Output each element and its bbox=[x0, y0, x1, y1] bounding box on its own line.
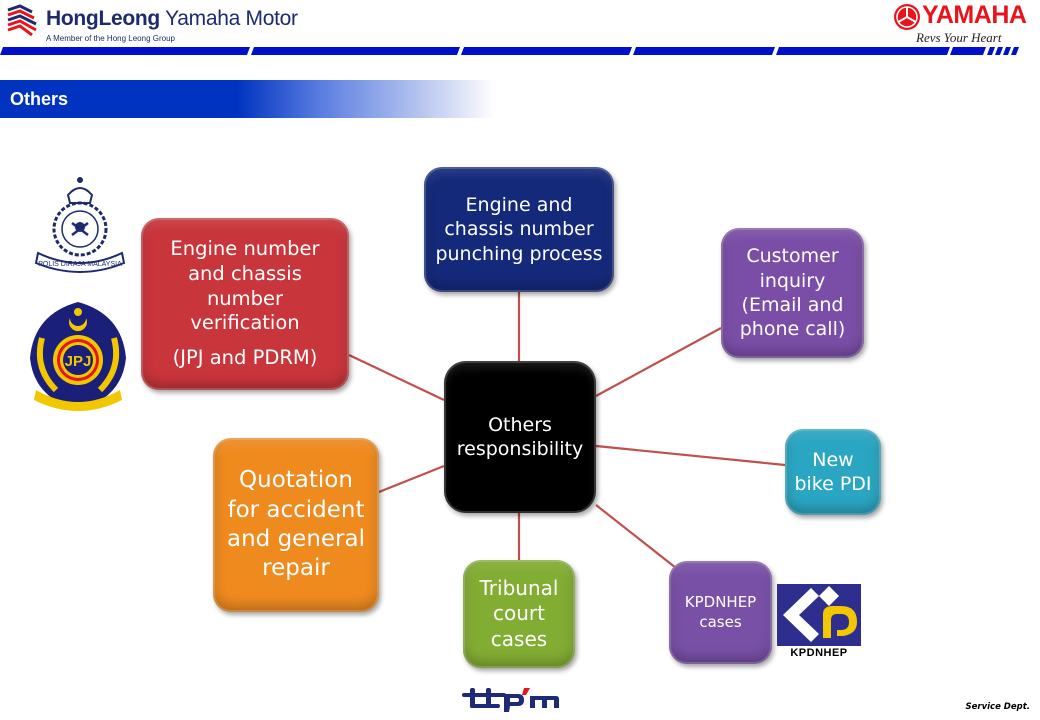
hong-leong-mark-icon bbox=[7, 4, 37, 36]
pdrm-crest-text: POLIS DIRAJA MALAYSIA bbox=[38, 261, 122, 268]
node-text-line: verification bbox=[190, 311, 300, 335]
connector-quotation bbox=[378, 464, 445, 494]
node-text-line: number bbox=[206, 286, 284, 310]
ttpm-logo-icon bbox=[462, 688, 559, 712]
node-number-verification: Engine number and chassis number verific… bbox=[141, 218, 349, 390]
hong-leong-logo: HongLeong Yamaha Motor A Member of the H… bbox=[6, 4, 326, 44]
node-text-line: Customer bbox=[746, 245, 839, 268]
section-title-bar: Others bbox=[0, 80, 495, 118]
kpdnhep-logo: KPDNHEP bbox=[777, 584, 861, 660]
section-title: Others bbox=[10, 89, 69, 109]
node-tribunal-court-cases: Tribunal court cases bbox=[463, 560, 575, 668]
node-text-line: chassis number bbox=[444, 218, 594, 241]
center-node-others-responsibility: Others responsibility bbox=[444, 361, 596, 513]
node-text-line: (Email and bbox=[741, 294, 844, 316]
node-customer-inquiry: Customer inquiry (Email and phone call) bbox=[721, 228, 864, 358]
node-text-line: and chassis bbox=[188, 261, 302, 285]
jpj-crest-icon: JPJ bbox=[30, 302, 126, 411]
node-text-line: Quotation bbox=[239, 467, 353, 494]
company-name: HongLeong Yamaha Motor bbox=[46, 7, 298, 31]
node-text-line: New bbox=[812, 448, 854, 471]
node-text-line: KPDNHEP bbox=[684, 593, 757, 612]
node-text-line: Others bbox=[488, 413, 552, 436]
company-tagline: A Member of the Hong Leong Group bbox=[46, 34, 175, 43]
node-text-line: Tribunal bbox=[479, 575, 559, 600]
node-text-line: bike PDI bbox=[794, 473, 872, 495]
company-name-bold: HongLeong bbox=[46, 7, 160, 30]
node-text-line: Engine number bbox=[170, 236, 320, 260]
node-text-line: phone call) bbox=[739, 318, 846, 341]
kpdnhep-logo-icon bbox=[777, 584, 861, 646]
node-text-line: Engine and bbox=[465, 194, 573, 217]
node-text-line: cases bbox=[699, 612, 742, 631]
footer-department: Service Dept. bbox=[965, 702, 1031, 712]
node-punching-process: Engine and chassis number punching proce… bbox=[424, 167, 614, 292]
node-text-line: for accident bbox=[227, 496, 365, 523]
node-text-line: responsibility bbox=[456, 438, 584, 460]
yamaha-wordmark: YAMAHA bbox=[922, 1, 1027, 29]
company-name-rest: Yamaha Motor bbox=[159, 7, 298, 30]
header-stripe-bar bbox=[0, 47, 1019, 55]
yamaha-logo: YAMAHA Revs Your Heart bbox=[892, 1, 1038, 48]
node-text-line: cases bbox=[490, 626, 548, 651]
kpdnhep-logo-text: KPDNHEP bbox=[790, 647, 848, 659]
node-note: (JPJ and PDRM) bbox=[172, 346, 318, 370]
node-kpdnhep-cases: KPDNHEP cases bbox=[669, 561, 772, 664]
node-text-line: punching process bbox=[435, 242, 603, 265]
connector-inquiry bbox=[595, 327, 722, 397]
node-new-bike-pdi: New bike PDI bbox=[785, 429, 881, 515]
node-text-line: inquiry bbox=[759, 269, 826, 292]
jpj-crest-text: JPJ bbox=[65, 353, 92, 370]
connector-kpdnhep bbox=[595, 504, 677, 569]
connector-pdi bbox=[595, 444, 786, 467]
node-text-line: and general bbox=[227, 526, 365, 552]
yamaha-tagline: Revs Your Heart bbox=[916, 30, 1002, 45]
yamaha-tuning-fork-icon bbox=[894, 4, 920, 30]
connector-verification bbox=[348, 354, 445, 401]
pdrm-crest-icon: POLIS DIRAJA MALAYSIA bbox=[34, 177, 126, 273]
node-quotation-repair: Quotation for accident and general repai… bbox=[213, 438, 379, 612]
node-text-line: repair bbox=[262, 555, 330, 582]
node-text-line: court bbox=[493, 601, 545, 626]
